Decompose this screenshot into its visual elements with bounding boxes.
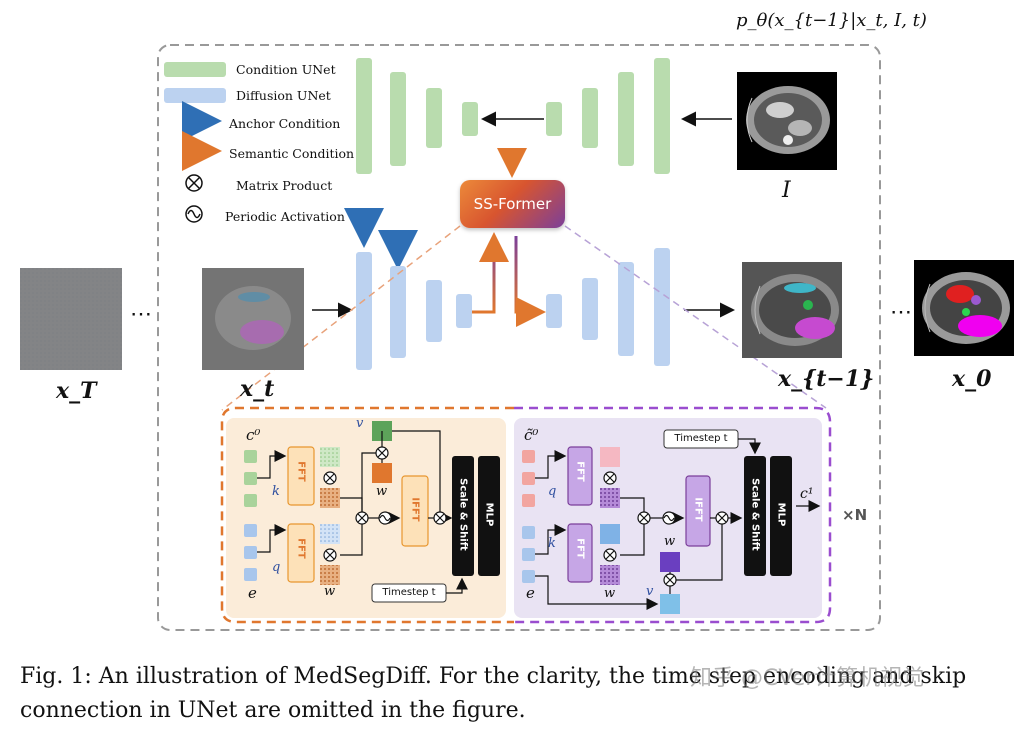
label-xt-minus-1: x_{t−1} [778, 366, 875, 392]
left-wires [257, 430, 468, 594]
legend-periodic-activation-symbol [185, 205, 203, 223]
top-formula: p_θ(x_{t−1}|x_t, I, t) [736, 10, 927, 31]
dots-right: ⋯ [890, 300, 912, 325]
left-hatch-green [320, 447, 340, 467]
right-e-label: e [526, 584, 535, 602]
left-mlp-box [478, 456, 500, 576]
right-e-tokens [522, 526, 535, 583]
label-xt: x_t [240, 376, 275, 402]
right-wires [535, 438, 821, 610]
left-c0-label: c⁰ [246, 426, 261, 444]
label-xT: x_T [56, 378, 97, 404]
right-hatch-purple-bottom [600, 565, 620, 585]
left-matrix-product-symbols [323, 446, 447, 562]
left-periodic-symbol [378, 511, 392, 525]
right-mlp-label: MLP [775, 502, 787, 527]
zoom-line-right [564, 225, 827, 409]
right-w-bottom-label: w [604, 586, 616, 601]
left-v-label: v [356, 416, 364, 431]
left-ifft-box [401, 475, 429, 547]
left-ifft-label: IFFT [409, 497, 421, 522]
image-xt [202, 268, 304, 370]
label-x0: x_0 [952, 366, 992, 392]
left-hatch-blue [320, 524, 340, 544]
right-v-square [660, 594, 680, 614]
left-e-tokens [244, 524, 257, 581]
left-fft-top-label: FFT [295, 461, 307, 482]
diff-to-ssformer-arrow [472, 232, 509, 314]
right-fft-bottom-box [567, 523, 593, 583]
right-fft-top-label: FFT [574, 461, 586, 482]
left-q-label: q [272, 560, 281, 575]
image-xT [20, 268, 122, 370]
left-c0-tokens [244, 450, 257, 507]
right-c0-tokens [522, 450, 535, 507]
right-scale-shift-label: Scale & Shift [749, 478, 761, 551]
right-periodic-symbol [662, 511, 676, 525]
label-I: I [782, 178, 791, 203]
right-pink-square [600, 447, 620, 467]
outer-frame [157, 44, 881, 631]
ss-former-block: SS-Former [460, 180, 565, 228]
times-n-label: ×N [842, 506, 868, 524]
right-q-label: q [548, 484, 557, 499]
right-matrix-product-symbols [603, 471, 729, 587]
right-v-label: v [646, 584, 654, 599]
left-fft-bottom-label: FFT [295, 538, 307, 559]
right-blue-square [600, 524, 620, 544]
right-ifft-label: IFFT [692, 497, 704, 522]
left-scale-shift-box [452, 456, 474, 576]
left-k-label: k [272, 484, 280, 499]
right-w-square [660, 552, 680, 572]
image-x0 [914, 260, 1014, 356]
condition-unet [356, 58, 670, 174]
left-fft-bottom-box [287, 523, 315, 583]
right-scale-shift-box [744, 456, 766, 576]
legend-matrix-label: Matrix Product [236, 178, 333, 193]
legend-diffusion-swatch [164, 88, 226, 103]
legend-condition-swatch [164, 62, 226, 77]
right-w-top-label: w [664, 534, 676, 549]
legend-periodic-label: Periodic Activation [225, 209, 345, 224]
right-mlp-box [770, 456, 792, 576]
left-fft-top-box [287, 446, 315, 506]
right-ifft-box [685, 475, 711, 547]
legend-condition-label: Condition UNet [236, 62, 336, 77]
right-fft-bottom-label: FFT [574, 538, 586, 559]
left-mlp-label: MLP [483, 502, 495, 527]
left-e-label: e [248, 584, 257, 602]
watermark: 知乎 @CVer计算机视觉 [690, 666, 925, 691]
detail-right-border [514, 406, 832, 624]
dots-left: ⋯ [130, 302, 152, 327]
right-fft-top-box [567, 446, 593, 506]
image-xt-minus-1 [742, 262, 842, 358]
legend-matrix-product-symbol [185, 174, 203, 192]
right-k-label: k [548, 536, 556, 551]
left-hatch-orange-bottom [320, 565, 340, 585]
diffusion-unet [356, 248, 670, 370]
diagram-svg [20, 44, 1014, 631]
right-hatch-purple-top [600, 488, 620, 508]
right-timestep-label: Timestep t [674, 433, 728, 444]
zoom-line-left [221, 225, 461, 411]
detail-left-border [220, 406, 514, 624]
legend-semantic-label: Semantic Condition [229, 146, 355, 161]
left-w-top-label: w [376, 484, 388, 499]
ssformer-to-diff-arrow [514, 236, 546, 327]
figure-caption: Fig. 1: An illustration of MedSegDiff. F… [20, 664, 967, 723]
right-c0-label: c̃⁰ [524, 426, 539, 444]
legend-anchor-label: Anchor Condition [229, 116, 341, 131]
right-c1-label: c¹ [800, 486, 814, 502]
legend-diffusion-label: Diffusion UNet [236, 88, 331, 103]
left-scale-shift-label: Scale & Shift [457, 478, 469, 551]
left-w-square [372, 463, 392, 483]
left-timestep-label: Timestep t [382, 587, 436, 598]
image-I [737, 72, 837, 170]
left-w-bottom-label: w [324, 584, 336, 599]
left-hatch-orange-top [320, 488, 340, 508]
